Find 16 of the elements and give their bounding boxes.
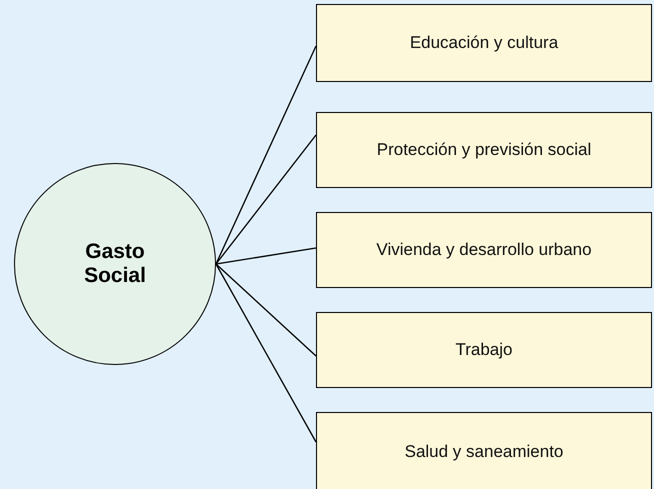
connector-line: [216, 247, 316, 265]
connector-line: [215, 264, 317, 442]
node-label: Educación y cultura: [410, 33, 558, 53]
connector-line: [216, 264, 316, 356]
node-label: Gasto Social: [83, 240, 147, 288]
category-box: [316, 312, 652, 388]
category-box: [316, 4, 652, 82]
connector-line: [215, 134, 317, 264]
node-label: Trabajo: [455, 340, 512, 360]
category-box: [316, 212, 652, 288]
category-box: [316, 112, 652, 188]
node-label: Protección y previsión social: [376, 140, 592, 160]
node-label: Vivienda y desarrollo urbano: [376, 240, 592, 260]
category-box: [316, 412, 652, 489]
node-label: Salud y saneamiento: [404, 442, 564, 462]
connector-line: [215, 46, 317, 264]
